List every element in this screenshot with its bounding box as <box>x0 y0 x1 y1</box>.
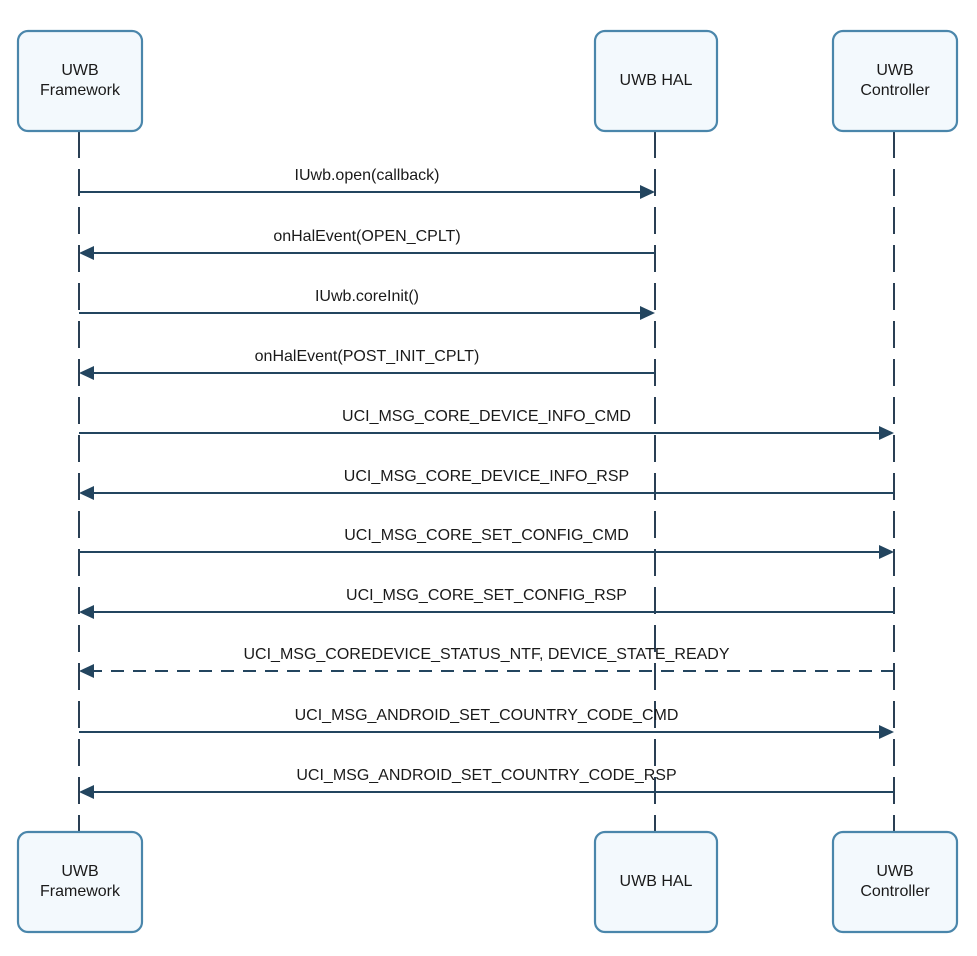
message-arrowhead <box>879 725 894 739</box>
message-arrowhead <box>879 545 894 559</box>
message-arrowhead <box>79 246 94 260</box>
participant-box-rect <box>16 830 144 934</box>
participant-label: UWB <box>61 863 98 880</box>
participant-label: Framework <box>40 883 121 900</box>
message-arrowhead <box>79 605 94 619</box>
message-3[interactable]: IUwb.coreInit() <box>79 288 655 320</box>
message-label: UCI_MSG_CORE_DEVICE_INFO_CMD <box>342 408 631 425</box>
participant-hal-top[interactable]: UWB HAL <box>593 29 719 133</box>
participant-controller-top[interactable]: UWB Controller <box>831 29 959 133</box>
participant-label: UWB <box>61 62 98 79</box>
message-label: UCI_MSG_COREDEVICE_STATUS_NTF, DEVICE_ST… <box>243 646 729 663</box>
message-9[interactable]: UCI_MSG_COREDEVICE_STATUS_NTF, DEVICE_ST… <box>79 646 894 678</box>
message-arrowhead <box>640 185 655 199</box>
message-label: UCI_MSG_CORE_SET_CONFIG_CMD <box>344 527 629 544</box>
message-label: IUwb.open(callback) <box>295 167 440 184</box>
message-label: UCI_MSG_ANDROID_SET_COUNTRY_CODE_CMD <box>295 707 679 724</box>
message-arrowhead <box>640 306 655 320</box>
message-4[interactable]: onHalEvent(POST_INIT_CPLT) <box>79 348 655 380</box>
message-1[interactable]: IUwb.open(callback) <box>79 167 655 199</box>
participant-box-rect <box>831 830 959 934</box>
participant-label: UWB <box>876 62 913 79</box>
message-label: UCI_MSG_CORE_DEVICE_INFO_RSP <box>344 468 629 485</box>
message-11[interactable]: UCI_MSG_ANDROID_SET_COUNTRY_CODE_RSP <box>79 767 894 799</box>
participant-controller-bottom[interactable]: UWB Controller <box>831 830 959 934</box>
message-arrowhead <box>879 426 894 440</box>
message-label: UCI_MSG_ANDROID_SET_COUNTRY_CODE_RSP <box>296 767 676 784</box>
participant-hal-bottom[interactable]: UWB HAL <box>593 830 719 934</box>
participant-box-rect <box>831 29 959 133</box>
message-6[interactable]: UCI_MSG_CORE_DEVICE_INFO_RSP <box>79 468 894 500</box>
participant-label: Controller <box>860 82 930 99</box>
message-2[interactable]: onHalEvent(OPEN_CPLT) <box>79 228 655 260</box>
message-label: onHalEvent(OPEN_CPLT) <box>273 228 460 245</box>
message-arrowhead <box>79 366 94 380</box>
message-arrowhead <box>79 785 94 799</box>
participant-label: UWB HAL <box>620 72 693 89</box>
message-5[interactable]: UCI_MSG_CORE_DEVICE_INFO_CMD <box>79 408 894 440</box>
message-arrowhead <box>79 664 94 678</box>
messages-layer: IUwb.open(callback) onHalEvent(OPEN_CPLT)… <box>79 167 894 799</box>
message-arrowhead <box>79 486 94 500</box>
participant-box-rect <box>16 29 144 133</box>
participant-label: UWB HAL <box>620 873 693 890</box>
message-10[interactable]: UCI_MSG_ANDROID_SET_COUNTRY_CODE_CMD <box>79 707 894 739</box>
participant-box-rect <box>593 830 719 934</box>
message-label: onHalEvent(POST_INIT_CPLT) <box>255 348 480 365</box>
participant-label: Framework <box>40 82 121 99</box>
participant-framework-top[interactable]: UWB Framework <box>16 29 144 133</box>
message-label: IUwb.coreInit() <box>315 288 419 305</box>
message-7[interactable]: UCI_MSG_CORE_SET_CONFIG_CMD <box>79 527 894 559</box>
message-8[interactable]: UCI_MSG_CORE_SET_CONFIG_RSP <box>79 587 894 619</box>
participant-label: Controller <box>860 883 930 900</box>
participant-box-rect <box>593 29 719 133</box>
participant-label: UWB <box>876 863 913 880</box>
participant-framework-bottom[interactable]: UWB Framework <box>16 830 144 934</box>
message-label: UCI_MSG_CORE_SET_CONFIG_RSP <box>346 587 627 604</box>
lifelines-layer <box>78 131 895 832</box>
